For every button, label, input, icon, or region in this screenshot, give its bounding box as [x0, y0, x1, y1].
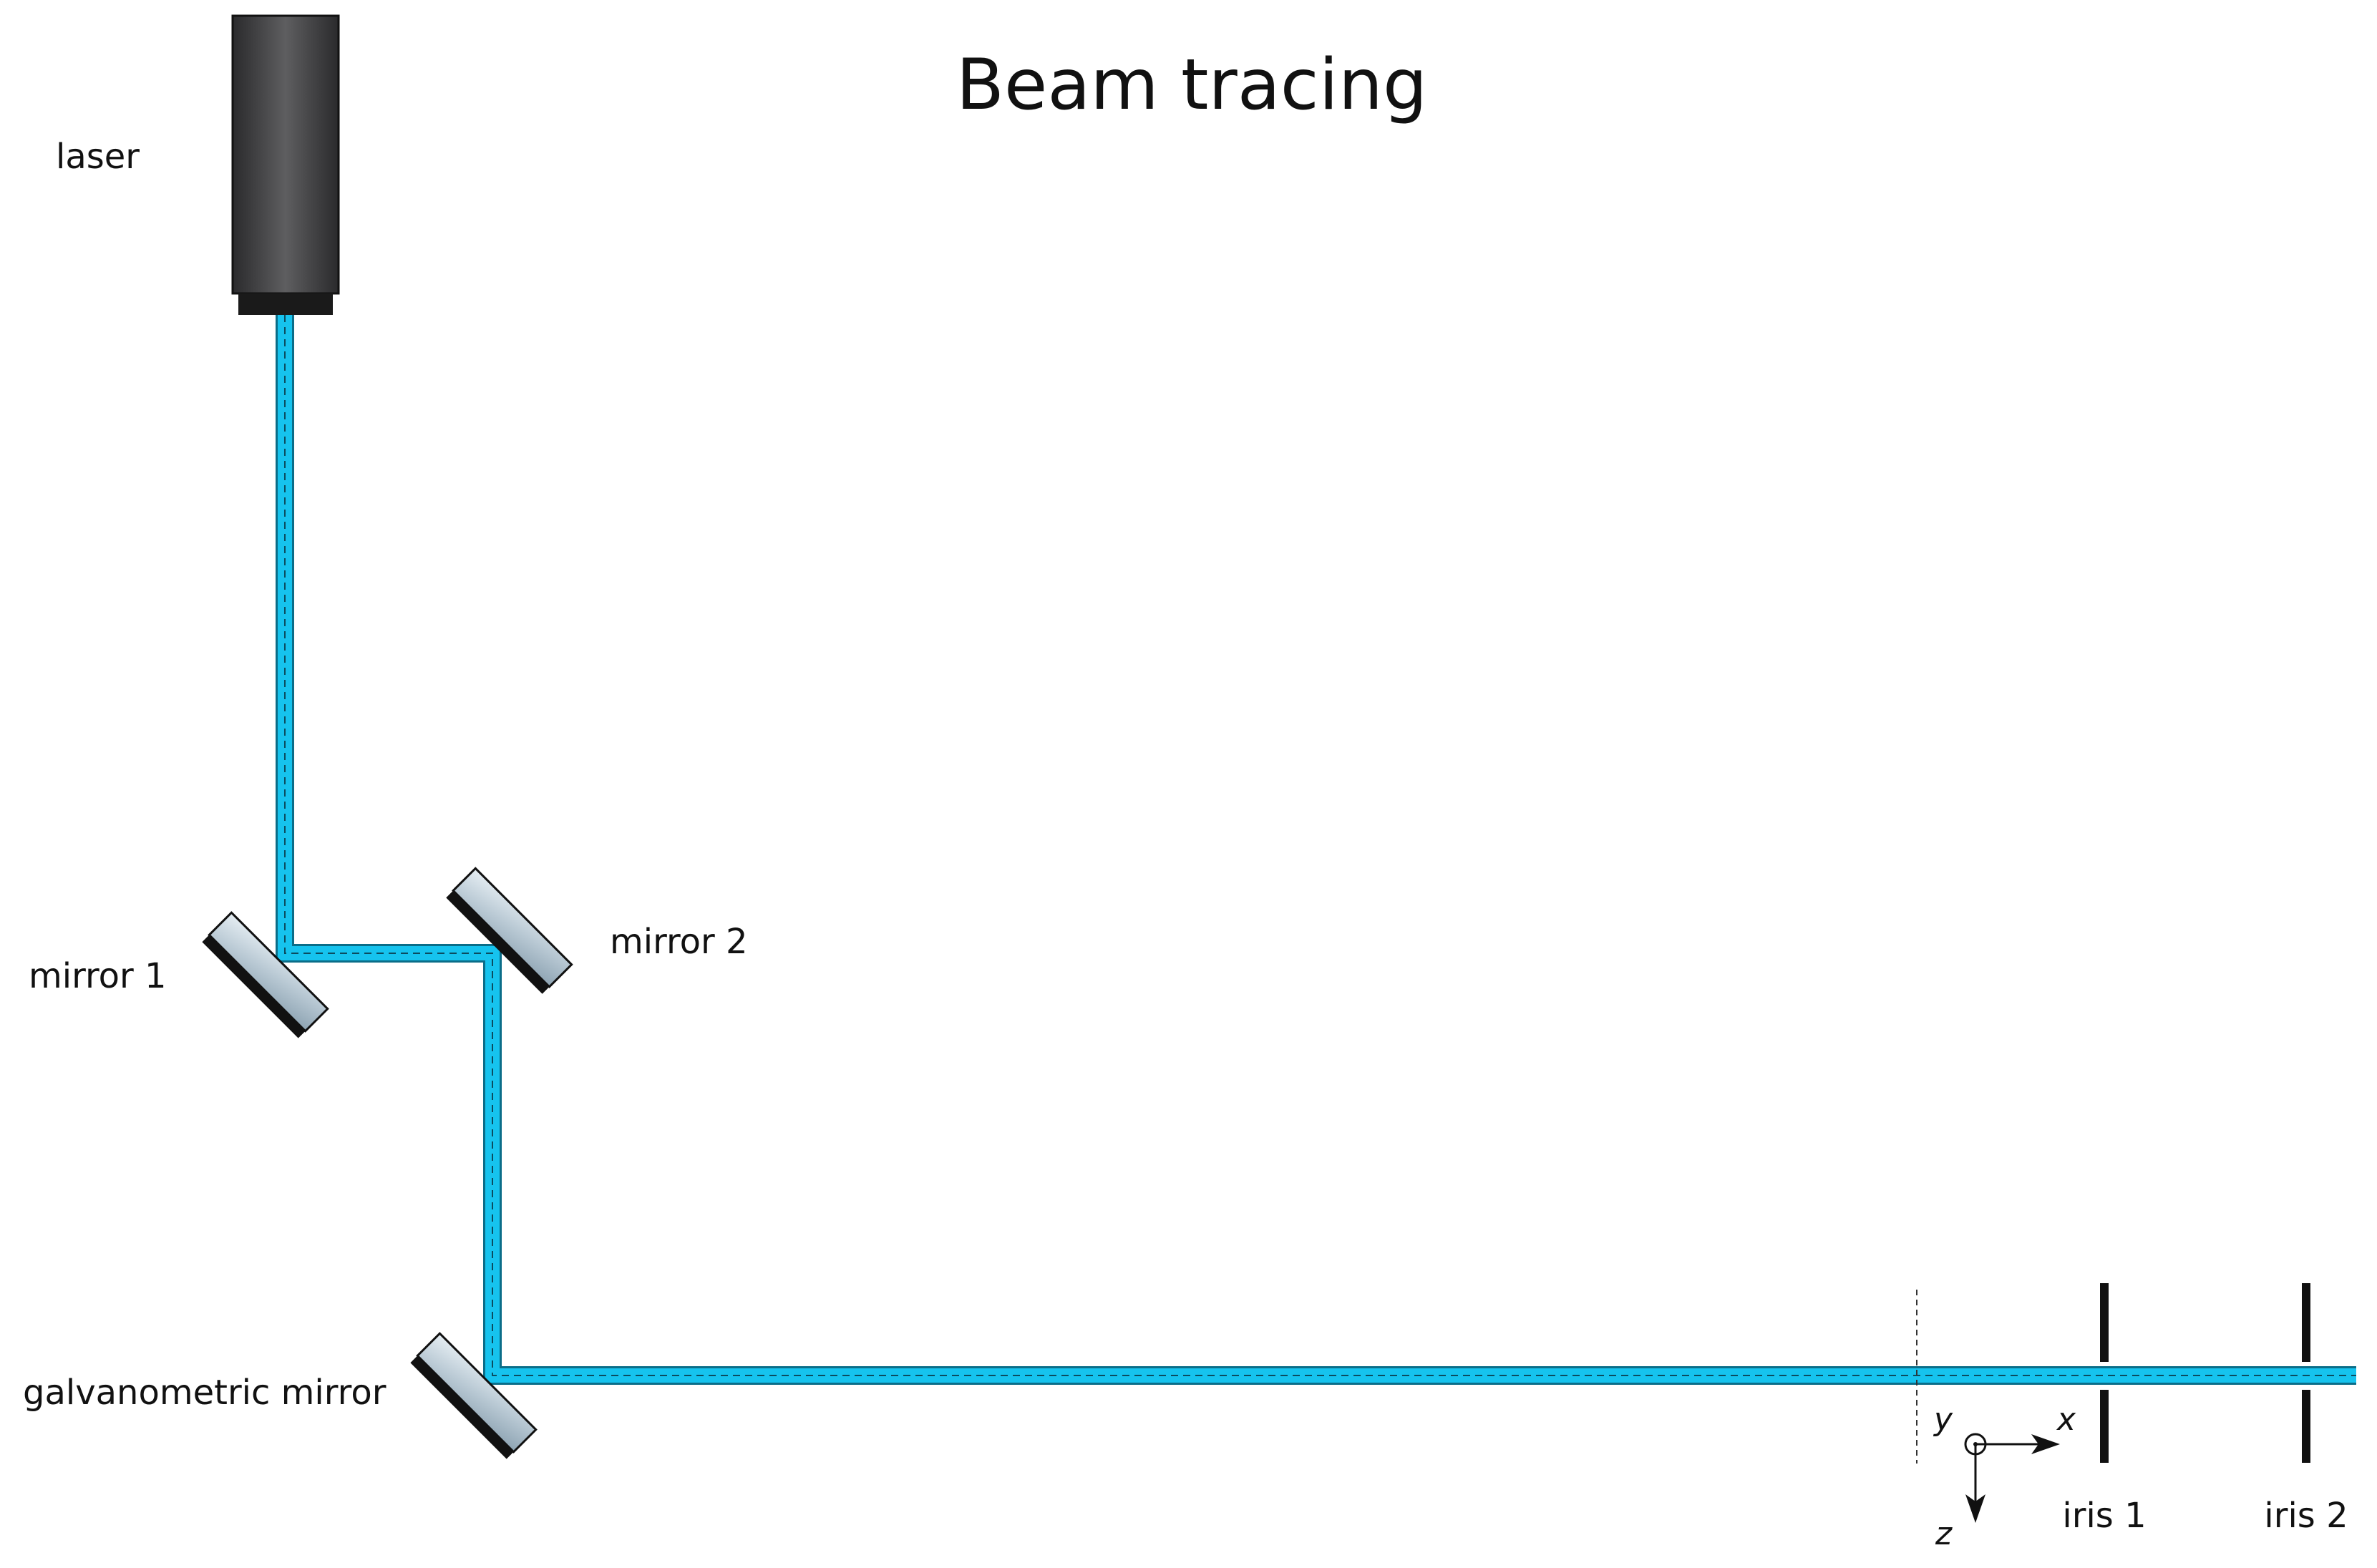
y-axis-label: y	[1933, 1401, 1953, 1438]
mirror-1-label: mirror 1	[29, 956, 167, 996]
iris-2-icon	[2302, 1283, 2310, 1463]
laser-beam	[276, 315, 2356, 1385]
z-axis-label: z	[1935, 1516, 1953, 1552]
laser-icon	[231, 14, 340, 315]
mirror-2-icon	[446, 867, 573, 994]
laser-label: laser	[56, 137, 140, 177]
iris-2-label: iris 2	[2264, 1496, 2348, 1536]
galvanometric-mirror-label: galvanometric mirror	[23, 1373, 387, 1413]
iris-1-icon	[2100, 1283, 2109, 1463]
coordinate-axes: x y z	[1933, 1401, 2076, 1552]
x-axis-label: x	[2056, 1401, 2076, 1438]
diagram-title: Beam tracing	[956, 44, 1427, 126]
galvanometric-mirror-icon	[410, 1332, 538, 1459]
iris-1-label: iris 1	[2062, 1496, 2146, 1536]
mirror-2-label: mirror 2	[610, 922, 748, 962]
mirror-1-icon	[202, 911, 329, 1038]
